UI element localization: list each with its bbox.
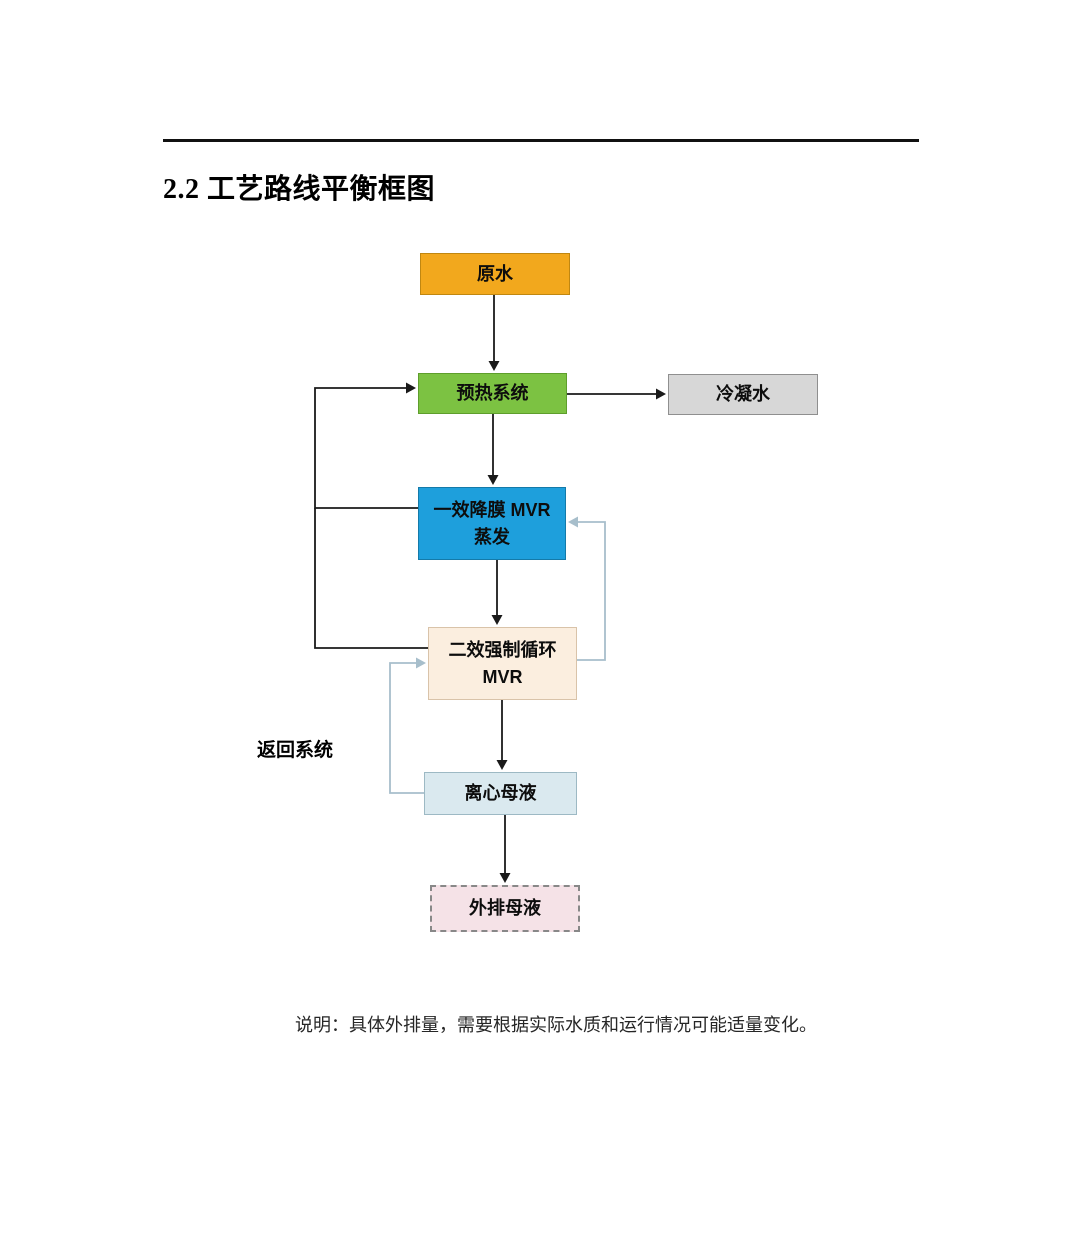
return-system-label: 返回系统 <box>257 740 334 761</box>
node-preheat-system: 预热系统 <box>418 373 567 414</box>
node-raw-water-label: 原水 <box>477 263 513 284</box>
footnote-text: 说明：具体外排量，需要根据实际水质和运行情况可能适量变化。 <box>295 1015 817 1035</box>
return-line-to-preheat <box>314 382 428 649</box>
node-discharged-label: 外排母液 <box>469 898 541 919</box>
section-heading: 2.2 工艺路线平衡框图 <box>163 173 436 205</box>
node-centrifuge-mother-liquor: 离心母液 <box>424 772 577 815</box>
node-raw-water: 原水 <box>420 253 570 295</box>
top-horizontal-rule <box>163 139 919 142</box>
arrow-effect2-to-centrifuge <box>496 700 508 770</box>
node-effect1-label-line2: 蒸发 <box>474 526 510 547</box>
arrow-raw-to-preheat <box>488 295 500 371</box>
loop-centrifuge-to-effect2 <box>389 657 426 794</box>
node-effect2-label-line2: MVR <box>482 666 523 687</box>
arrow-centrifuge-to-discharge <box>499 815 511 883</box>
node-condensate-label: 冷凝水 <box>716 384 770 405</box>
node-effect1-label-line1: 一效降膜 MVR <box>433 500 551 521</box>
arrow-preheat-to-condensate <box>567 388 666 400</box>
node-effect2-label-line1: 二效强制循环 <box>448 640 557 661</box>
node-preheat-system-label: 预热系统 <box>456 383 529 404</box>
node-discharged-mother-liquor: 外排母液 <box>430 885 580 932</box>
node-condensate: 冷凝水 <box>668 374 818 415</box>
node-effect2-forced-circulation-mvr: 二效强制循环 MVR <box>428 627 577 700</box>
node-effect1-mvr-evaporation: 一效降膜 MVR 蒸发 <box>418 487 566 560</box>
node-centrifuge-label: 离心母液 <box>464 783 537 804</box>
arrow-preheat-to-effect1 <box>487 414 499 485</box>
arrow-effect1-to-effect2 <box>491 560 503 625</box>
